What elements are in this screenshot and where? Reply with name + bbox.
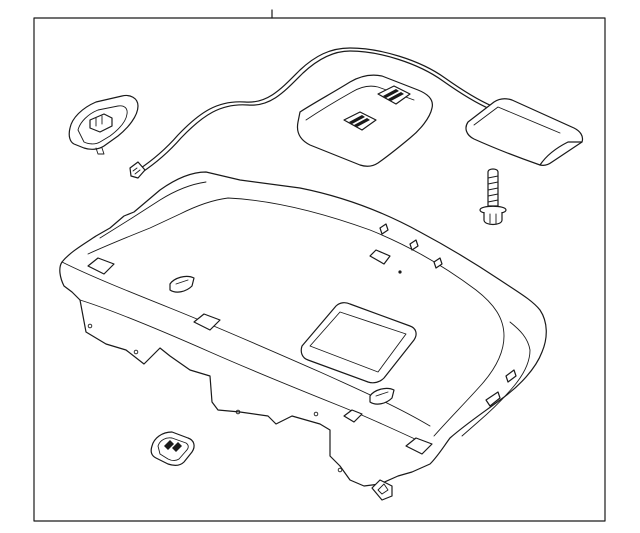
diagram-frame (33, 9, 606, 522)
mounting-bolt (479, 168, 507, 226)
tray-slots (87, 223, 443, 473)
tray-bottom-tab (371, 479, 393, 501)
child-seat-anchor-cover-left (68, 94, 139, 155)
child-seat-anchor-cover-right (150, 431, 195, 466)
cover-plate-hatched-slot-upper (377, 85, 411, 105)
tray-right-flange (461, 321, 531, 437)
lamp-wire-harness (129, 47, 493, 179)
rear-package-tray (59, 171, 547, 501)
high-mount-stop-lamp (465, 98, 584, 166)
cover-plate-hatched-slot-lower (343, 111, 377, 131)
tray-center-opening (300, 302, 417, 384)
tray-cover-plate (296, 74, 433, 167)
